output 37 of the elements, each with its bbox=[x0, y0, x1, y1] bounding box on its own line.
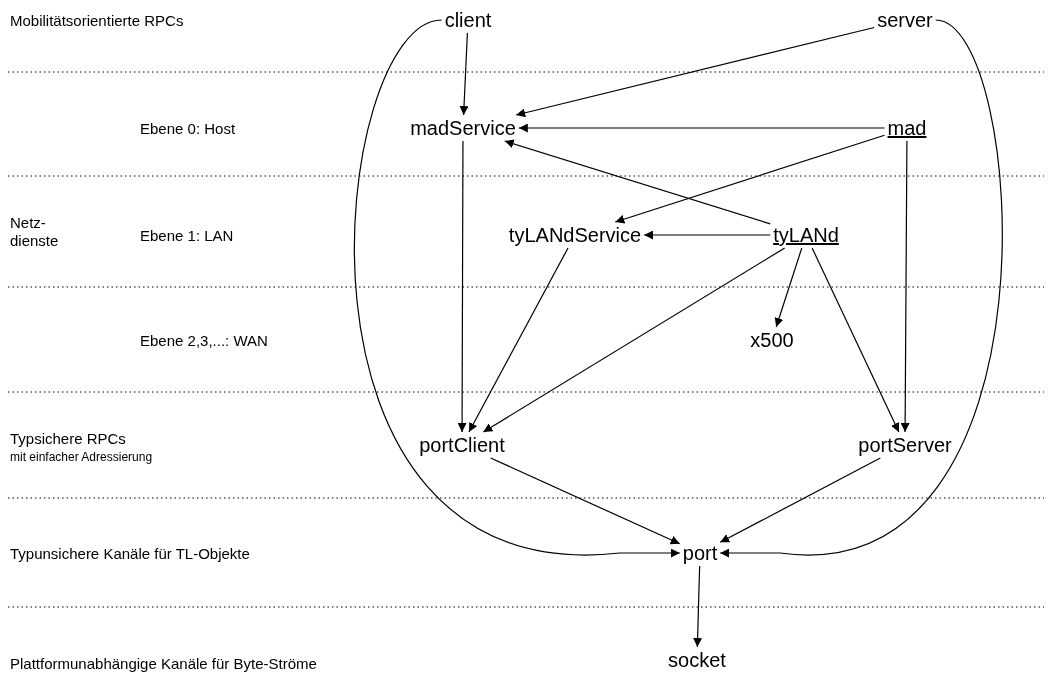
node-label: tyLANd bbox=[773, 224, 839, 246]
layer-label: Netz-dienste bbox=[10, 214, 60, 250]
layer-label: Typsichere RPCs bbox=[10, 430, 126, 448]
node-label: madService bbox=[410, 117, 516, 139]
arrow bbox=[490, 457, 681, 545]
layer-label: Ebene 2,3,...: WAN bbox=[140, 332, 268, 350]
node-label: server bbox=[877, 9, 933, 31]
arrow bbox=[515, 26, 875, 118]
arrow bbox=[614, 134, 886, 224]
layer-label: mit einfacher Adressierung bbox=[10, 450, 153, 465]
node-label: port bbox=[682, 542, 718, 564]
layer-label: Typunsichere Kanäle für TL-Objekte bbox=[10, 545, 250, 563]
arrow bbox=[774, 247, 803, 328]
node-label: portServer bbox=[858, 434, 952, 456]
node-label: portClient bbox=[419, 434, 505, 456]
layer-label: Mobilitätsorientierte RPCs bbox=[10, 12, 184, 30]
arrow bbox=[811, 247, 900, 433]
arrow bbox=[719, 19, 1003, 558]
arrow bbox=[900, 140, 910, 433]
arrow bbox=[468, 247, 569, 433]
node-label: client bbox=[444, 9, 492, 31]
arrow bbox=[482, 247, 786, 433]
node-label: mad bbox=[887, 117, 927, 139]
layer-label: Plattformunabhängige Kanäle für Byte-Ströme bbox=[10, 655, 317, 673]
arrow bbox=[518, 123, 886, 133]
layer-label: Ebene 1: LAN bbox=[140, 227, 234, 245]
arrow bbox=[719, 457, 881, 543]
arrow bbox=[459, 32, 469, 116]
arrow bbox=[693, 565, 703, 648]
layer-label: Ebene 0: Host bbox=[140, 120, 236, 138]
arrow bbox=[353, 19, 681, 558]
arrow bbox=[457, 140, 467, 433]
node-label: socket bbox=[668, 649, 726, 671]
arrow bbox=[643, 230, 771, 240]
node-label: x500 bbox=[750, 329, 794, 351]
node-label: tyLANdService bbox=[508, 224, 642, 246]
arrow bbox=[504, 139, 771, 225]
